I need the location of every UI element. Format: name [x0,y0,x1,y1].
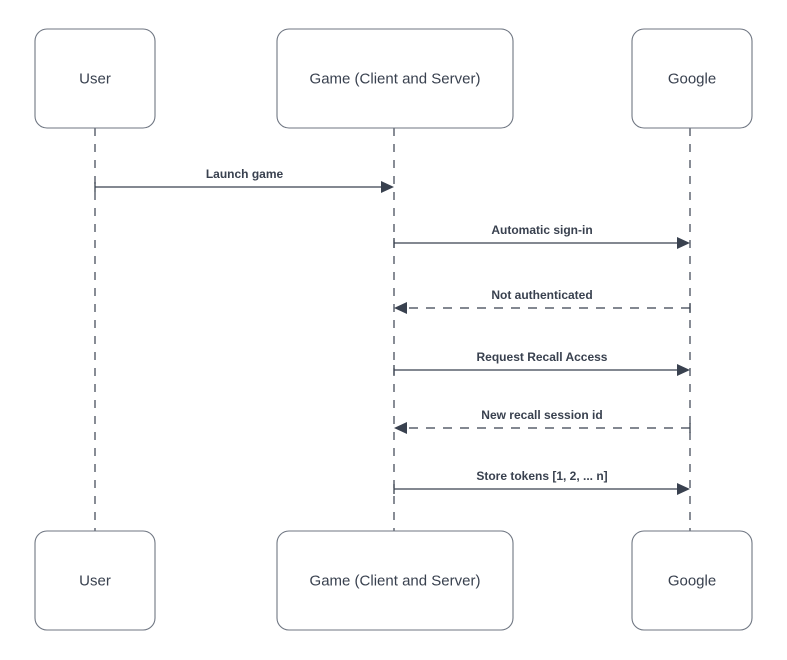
lifelines-layer [94,128,691,531]
participant-box-user-top[interactable]: User [34,28,156,129]
message-arrow-head [381,181,394,193]
participant-label-google: Google [668,70,716,87]
participant-label-google: Google [668,572,716,589]
participant-box-shape [276,28,514,129]
message-4-game-to-google[interactable]: Request Recall Access [393,350,690,376]
message-label: Automatic sign-in [491,223,592,237]
participant-box-shape [34,28,156,129]
participant-box-shape [34,530,156,631]
message-arrow-head [677,483,690,495]
participant-box-shape [631,28,753,129]
message-6-game-to-google[interactable]: Store tokens [1, 2, ... n] [393,469,690,495]
participant-box-google-top[interactable]: Google [631,28,753,129]
message-arrow-head [677,237,690,249]
message-arrow-head [394,422,407,434]
participant-box-shape [276,530,514,631]
participant-box-game-bottom[interactable]: Game (Client and Server) [276,530,514,631]
message-2-game-to-google[interactable]: Automatic sign-in [393,223,690,249]
message-label: Store tokens [1, 2, ... n] [476,469,607,483]
message-label: Not authenticated [491,288,592,302]
participant-label-user: User [79,572,111,589]
message-5-google-to-game[interactable]: New recall session id [394,408,691,434]
participant-box-user-bottom[interactable]: User [34,530,156,631]
participant-label-user: User [79,70,111,87]
participant-label-game: Game (Client and Server) [310,572,481,589]
message-label: Launch game [206,167,284,181]
message-3-google-to-game[interactable]: Not authenticated [394,288,691,314]
message-label: New recall session id [481,408,602,422]
message-label: Request Recall Access [477,350,608,364]
participant-box-google-bottom[interactable]: Google [631,530,753,631]
message-arrow-head [394,302,407,314]
participant-box-shape [631,530,753,631]
message-1-user-to-game[interactable]: Launch game [94,167,394,193]
participant-label-game: Game (Client and Server) [310,70,481,87]
participant-box-game-top[interactable]: Game (Client and Server) [276,28,514,129]
message-arrow-head [677,364,690,376]
